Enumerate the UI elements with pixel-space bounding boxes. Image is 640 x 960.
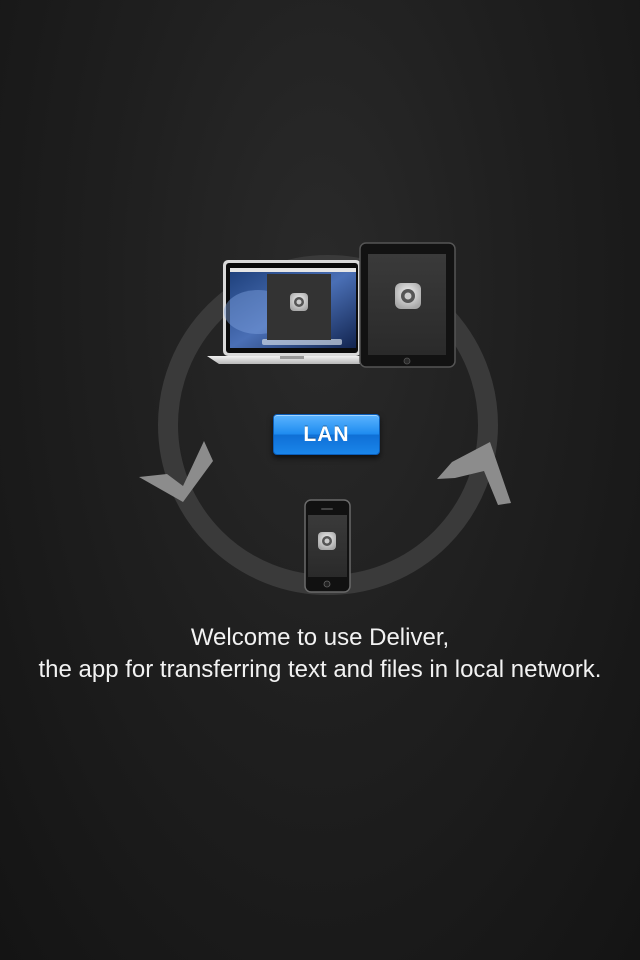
app-logo-icon (395, 283, 421, 309)
laptop-device (207, 260, 375, 364)
lan-button[interactable]: LAN (273, 414, 380, 455)
welcome-message: Welcome to use Deliver, the app for tran… (0, 622, 640, 686)
app-logo-icon (290, 293, 308, 311)
welcome-line-2: the app for transferring text and files … (38, 656, 602, 683)
sync-arrow-right-icon (437, 442, 511, 505)
app-logo-icon (318, 532, 336, 550)
sync-arrow-left-icon (139, 441, 213, 502)
welcome-line-1: Welcome to use Deliver, (190, 624, 450, 651)
